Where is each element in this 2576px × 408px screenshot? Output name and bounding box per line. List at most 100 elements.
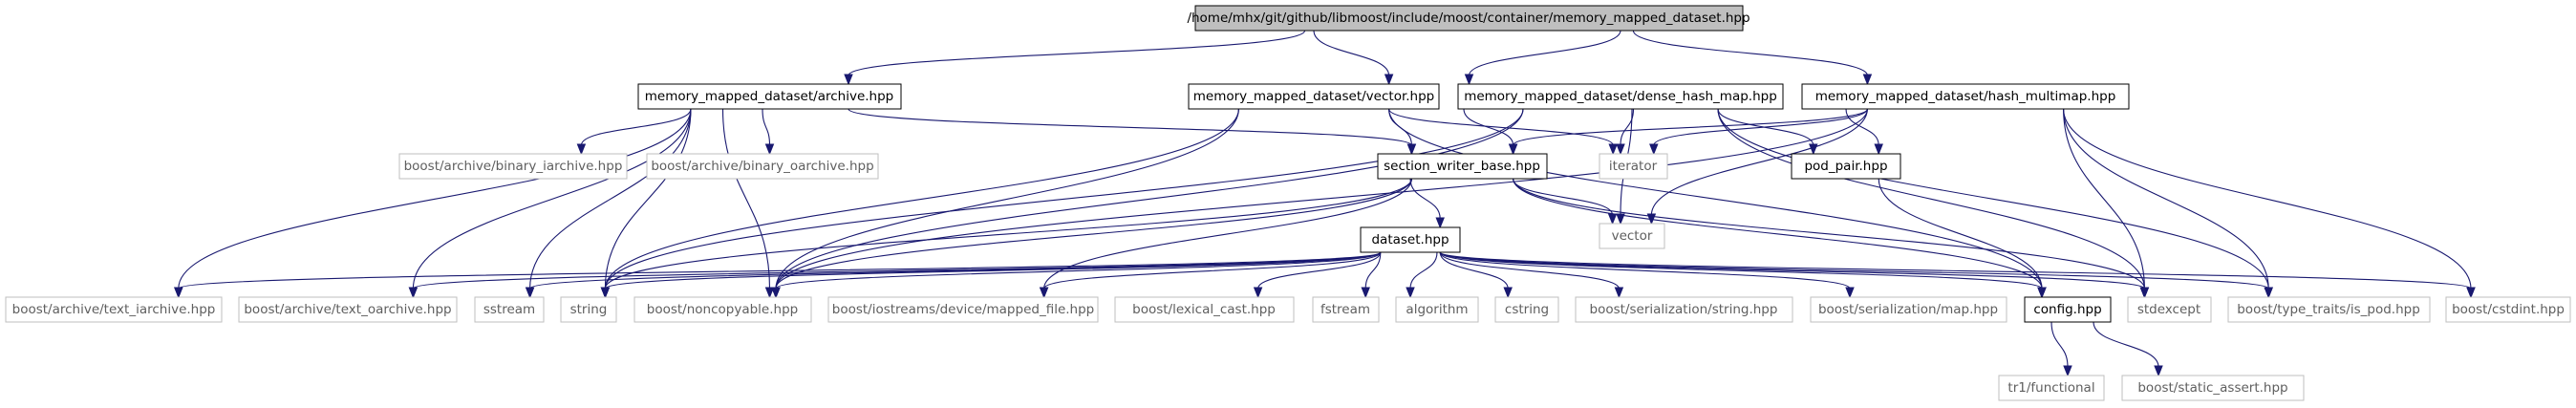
node-cstring-label: cstring (1505, 302, 1549, 317)
node-text-oarchive[interactable]: boost/archive/text_oarchive.hpp (238, 296, 458, 323)
edge-dataset-to-ser_string (1439, 251, 1620, 290)
node-lexical-cast-label: boost/lexical_cast.hpp (1132, 302, 1276, 317)
node-stdexcept[interactable]: stdexcept (2127, 296, 2212, 323)
node-cstring[interactable]: cstring (1494, 296, 1559, 323)
node-pod-pair-label: pod_pair.hpp (1804, 159, 1887, 174)
edge-multimap-to-section (1513, 108, 1868, 146)
edge-dense-to-string (604, 108, 1524, 290)
node-binary-oarchive[interactable]: boost/archive/binary_oarchive.hpp (646, 153, 879, 180)
edge-vector_hpp-to-noncopyable (775, 108, 1239, 290)
node-serialization-string-label: boost/serialization/string.hpp (1590, 302, 1778, 317)
edge-dense-to-noncopyable (775, 108, 1524, 290)
node-section-writer-base[interactable]: section_writer_base.hpp (1377, 153, 1548, 180)
node-fstream[interactable]: fstream (1312, 296, 1380, 323)
edge-arrowhead (1464, 74, 1474, 86)
node-vector[interactable]: vector (1599, 223, 1665, 249)
edge-root-to-archive (848, 30, 1306, 76)
node-dense-hash-map[interactable]: memory_mapped_dataset/dense_hash_map.hpp (1457, 83, 1784, 110)
node-root[interactable]: /home/mhx/git/github/libmoost/include/mo… (1187, 5, 1750, 32)
node-noncopyable[interactable]: boost/noncopyable.hpp (633, 296, 812, 323)
edge-arrowhead (1508, 143, 1518, 156)
node-stdexcept-label: stdexcept (2137, 302, 2200, 317)
edge-dense-to-is_pod (1717, 108, 2269, 290)
node-serialization-map[interactable]: boost/serialization/map.hpp (1810, 296, 2007, 323)
edge-arrowhead (2154, 365, 2163, 377)
node-algorithm[interactable]: algorithm (1395, 296, 1479, 323)
edge-arrowhead (2063, 365, 2072, 377)
edge-arrowhead (2466, 287, 2476, 299)
node-cstdint[interactable]: boost/cstdint.hpp (2445, 296, 2571, 323)
edge-arrowhead (1607, 213, 1618, 225)
edge-arrowhead (2264, 287, 2273, 299)
edge-root-to-vector_hpp (1313, 30, 1390, 76)
node-hash-multimap-label: memory_mapped_dataset/hash_multimap.hpp (1815, 89, 2116, 104)
edge-dataset-to-sstream (529, 251, 1382, 290)
node-vector-hpp[interactable]: memory_mapped_dataset/vector.hpp (1188, 83, 1440, 110)
node-static-assert[interactable]: boost/static_assert.hpp (2121, 375, 2305, 401)
edge-arrowhead (1253, 287, 1263, 299)
edge-dataset-to-cstdint (1439, 251, 2472, 290)
node-config[interactable]: config.hpp (2024, 296, 2112, 323)
edge-dataset-to-cstring (1439, 251, 1509, 290)
node-dense-hash-map-label: memory_mapped_dataset/dense_hash_map.hpp (1464, 89, 1777, 104)
edge-arrowhead (576, 143, 587, 156)
edge-arrowhead (174, 287, 183, 299)
edge-dataset-to-fstream (1364, 251, 1382, 290)
node-serialization-string[interactable]: boost/serialization/string.hpp (1575, 296, 1793, 323)
edge-arrowhead (764, 143, 775, 156)
edge-arrowhead (408, 287, 419, 299)
edge-dense-to-section (1463, 108, 1514, 146)
dependency-edges (174, 30, 2476, 377)
node-pod-pair[interactable]: pod_pair.hpp (1791, 153, 1901, 180)
edge-vector_hpp-to-string (604, 108, 1239, 290)
edge-dataset-to-lexical_cast (1257, 251, 1382, 290)
node-fstream-label: fstream (1320, 302, 1370, 317)
edge-multimap-to-cstdint (2063, 108, 2472, 290)
node-string[interactable]: string (560, 296, 617, 323)
edge-dense-to-iterator (1620, 108, 1635, 146)
node-cstdint-label: boost/cstdint.hpp (2452, 302, 2565, 317)
edge-multimap-to-stdexcept (2063, 108, 2145, 290)
edge-arrowhead (1406, 143, 1417, 156)
edge-config-to-static_assert (2093, 321, 2159, 368)
node-dataset[interactable]: dataset.hpp (1360, 226, 1461, 253)
node-static-assert-label: boost/static_assert.hpp (2137, 380, 2287, 396)
node-iterator[interactable]: iterator (1599, 153, 1668, 180)
node-config-label: config.hpp (2033, 302, 2101, 317)
edge-archive-to-bin_iarch (580, 108, 692, 146)
node-archive-label: memory_mapped_dataset/archive.hpp (645, 89, 893, 104)
edge-arrowhead (1039, 287, 1049, 299)
edge-multimap-to-pod_pair (1845, 108, 1879, 146)
node-hash-multimap[interactable]: memory_mapped_dataset/hash_multimap.hpp (1801, 83, 2130, 110)
edge-dataset-to-ser_map (1439, 251, 1851, 290)
node-tr1-functional[interactable]: tr1/functional (1998, 375, 2105, 401)
edge-arrowhead (1608, 143, 1618, 156)
edge-arrowhead (1384, 74, 1394, 86)
node-iterator-label: iterator (1609, 159, 1658, 174)
edge-section-to-string (604, 178, 1412, 290)
node-archive[interactable]: memory_mapped_dataset/archive.hpp (637, 83, 902, 110)
node-text-iarchive[interactable]: boost/archive/text_iarchive.hpp (5, 296, 223, 323)
node-sstream[interactable]: sstream (474, 296, 545, 323)
edge-arrowhead (764, 287, 775, 299)
edge-arrowhead (1361, 287, 1370, 299)
node-algorithm-label: algorithm (1406, 302, 1468, 317)
node-text-oarchive-label: boost/archive/text_oarchive.hpp (244, 302, 451, 317)
node-mapped-file[interactable]: boost/iostreams/device/mapped_file.hpp (827, 296, 1099, 323)
node-lexical-cast[interactable]: boost/lexical_cast.hpp (1114, 296, 1295, 323)
edge-archive-to-bin_oarch (762, 108, 771, 146)
edge-arrowhead (1845, 287, 1855, 299)
edge-archive-to-section (848, 108, 1412, 146)
node-binary-iarchive[interactable]: boost/archive/binary_iarchive.hpp (398, 153, 628, 180)
node-binary-iarchive-label: boost/archive/binary_iarchive.hpp (404, 159, 623, 174)
node-vector-label: vector (1612, 228, 1653, 244)
node-serialization-map-label: boost/serialization/map.hpp (1818, 302, 1998, 317)
edge-arrowhead (1809, 143, 1818, 156)
node-is-pod[interactable]: boost/type_traits/is_pod.hpp (2227, 296, 2431, 323)
edge-archive-to-sstream (529, 108, 692, 290)
edge-arrowhead (1503, 287, 1513, 299)
edge-dataset-to-stdexcept (1439, 251, 2145, 290)
node-mapped-file-label: boost/iostreams/device/mapped_file.hpp (832, 302, 1095, 317)
edge-dataset-to-mapped_file (1043, 251, 1382, 290)
